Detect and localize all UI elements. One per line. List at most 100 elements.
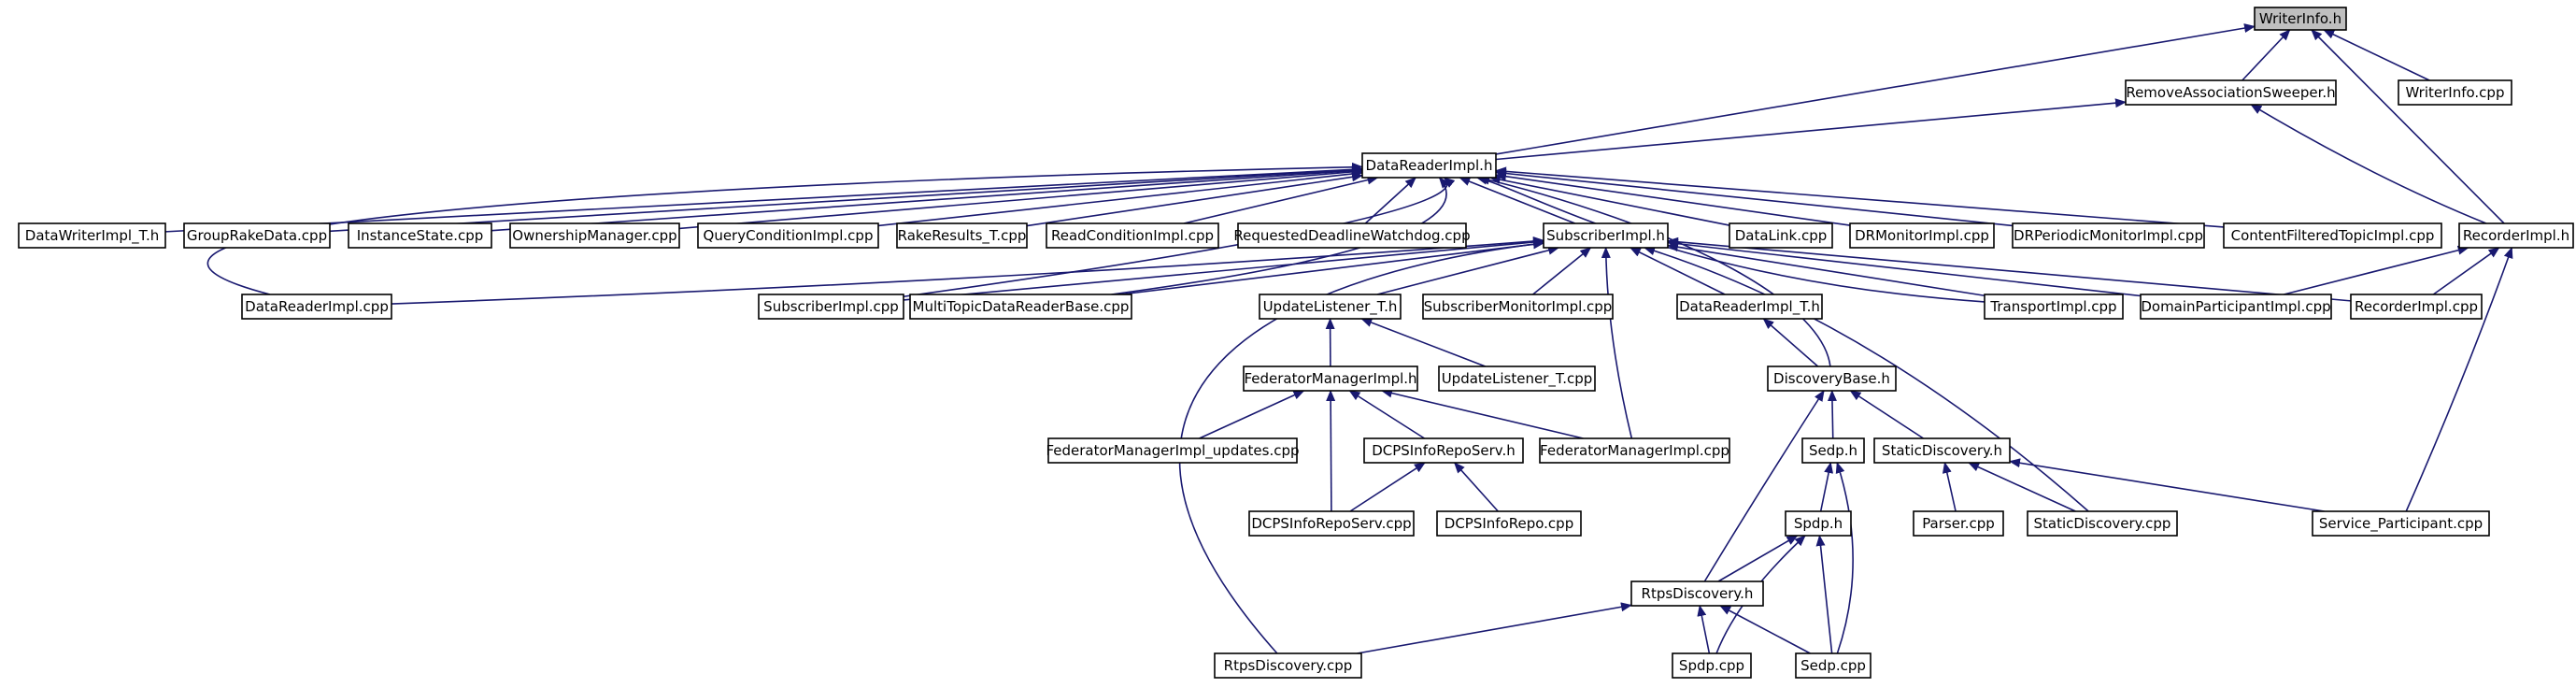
- file-node-label: StaticDiscovery.cpp: [2034, 515, 2171, 532]
- include-edge-federatormanagerimpl_cpp-to-subscriberimpl_h: [1601, 247, 1633, 439]
- file-node-recorderimpl-h[interactable]: RecorderImpl.h: [2458, 222, 2574, 249]
- file-node-box: [1436, 510, 1582, 537]
- include-edge-transportimpl_cpp-to-subscriberimpl_h: [1667, 242, 1985, 297]
- file-node-instancestate-cpp[interactable]: InstanceState.cpp: [348, 222, 492, 249]
- file-node-label: DRPeriodicMonitorImpl.cpp: [2014, 227, 2203, 244]
- file-node-spdp-h[interactable]: Spdp.h: [1785, 510, 1852, 537]
- file-node-dcpsinforeposerv-h[interactable]: DCPSInfoRepoServ.h: [1363, 437, 1524, 464]
- file-node-box: [1363, 437, 1524, 464]
- file-node-updatelistener-t-cpp[interactable]: UpdateListener_T.cpp: [1438, 366, 1596, 392]
- file-node-label: RequestedDeadlineWatchdog.cpp: [1233, 227, 1470, 244]
- file-node-label: FederatorManagerImpl_updates.cpp: [1046, 442, 1299, 460]
- file-node-box: [1676, 294, 1823, 320]
- include-edge-spdp_cpp-to-rtpsdiscovery_h: [1697, 605, 1711, 654]
- file-node-box: [2398, 79, 2512, 106]
- include-edge-sedp_cpp-to-rtpsdiscovery_h: [1719, 605, 1811, 654]
- file-node-datalink-cpp[interactable]: DataLink.cpp: [1729, 222, 1833, 249]
- file-node-ownershipmanager-cpp[interactable]: OwnershipManager.cpp: [509, 222, 680, 249]
- file-node-drmonitorimpl-cpp[interactable]: DRMonitorImpl.cpp: [1849, 222, 1995, 249]
- file-node-label: DataReaderImpl.cpp: [245, 298, 389, 315]
- dependency-edges: [164, 23, 2513, 654]
- file-node-rtpsdiscovery-cpp[interactable]: RtpsDiscovery.cpp: [1214, 652, 1362, 679]
- include-edge-domainparticipantimpl_cpp-to-recorderimpl_h: [2284, 245, 2469, 295]
- file-node-label: InstanceState.cpp: [357, 227, 484, 244]
- file-node-transportimpl-cpp[interactable]: TransportImpl.cpp: [1984, 294, 2124, 320]
- include-edge-datawriterimpl_t_h-to-datareaderimpl_h: [164, 165, 1363, 233]
- file-node-subscriberimpl-h[interactable]: SubscriberImpl.h: [1543, 222, 1669, 249]
- file-node-label: DataReaderImpl.h: [1366, 157, 1493, 174]
- include-edge-rtpsdiscovery_h-to-spdp_h: [1717, 535, 1799, 582]
- file-node-label: QueryConditionImpl.cpp: [704, 227, 874, 244]
- file-node-readconditionimpl-cpp[interactable]: ReadConditionImpl.cpp: [1046, 222, 1219, 249]
- file-node-box: [896, 222, 1028, 249]
- include-edge-drperiodicmonitorimpl_cpp-to-datareaderimpl_h: [1495, 168, 2014, 227]
- file-node-domainparticipantimpl-cpp[interactable]: DomainParticipantImpl.cpp: [2140, 294, 2332, 320]
- file-node-recorderimpl-cpp[interactable]: RecorderImpl.cpp: [2350, 294, 2483, 320]
- include-edge-sedp_cpp-to-spdp_h: [1815, 535, 1833, 654]
- file-node-subscriberimpl-cpp[interactable]: SubscriberImpl.cpp: [758, 294, 904, 320]
- include-edge-recorderimpl_h-to-writerinfo_h: [2311, 29, 2505, 224]
- file-node-box: [1984, 294, 2124, 320]
- file-node-writerinfo-cpp[interactable]: WriterInfo.cpp: [2398, 79, 2512, 106]
- file-node-contentfilteredtopicimpl-cpp[interactable]: ContentFilteredTopicImpl.cpp: [2223, 222, 2442, 249]
- include-edge-sedp_cpp-to-sedp_h: [1835, 462, 1854, 654]
- file-node-box: [1767, 366, 1897, 392]
- file-node-box: [1361, 152, 1497, 179]
- file-node-writerinfo-h[interactable]: WriterInfo.h: [2254, 7, 2347, 31]
- file-node-parser-cpp[interactable]: Parser.cpp: [1913, 510, 2004, 537]
- file-node-box: [1539, 437, 1730, 464]
- include-edge-federatormanagerimpl_cpp-to-federatormanagerimpl_h: [1380, 388, 1584, 439]
- file-node-datareaderimpl-cpp[interactable]: DataReaderImpl.cpp: [241, 294, 392, 320]
- file-node-federatormanagerimpl-h[interactable]: FederatorManagerImpl.h: [1243, 366, 1418, 392]
- file-node-box: [2012, 222, 2205, 249]
- file-node-dcpsinforeposerv-cpp[interactable]: DCPSInfoRepoServ.cpp: [1248, 510, 1415, 537]
- file-node-updatelistener-t-h[interactable]: UpdateListener_T.h: [1259, 294, 1402, 320]
- file-node-label: RtpsDiscovery.cpp: [1224, 657, 1353, 674]
- include-edge-rtpsdiscovery_cpp-to-rtpsdiscovery_h: [1357, 602, 1632, 654]
- include-edge-updatelistener_t_h-to-subscriberimpl_h: [1376, 245, 1560, 295]
- file-node-spdp-cpp[interactable]: Spdp.cpp: [1672, 652, 1752, 679]
- include-edge-datareaderimpl_cpp-to-datareaderimpl_h: [206, 162, 1363, 295]
- file-node-staticdiscovery-h[interactable]: StaticDiscovery.h: [1873, 437, 2011, 464]
- file-node-discoverybase-h[interactable]: DiscoveryBase.h: [1767, 366, 1897, 392]
- file-node-box: [1422, 294, 1614, 320]
- file-node-federatormanagerimpl-updates-cpp[interactable]: FederatorManagerImpl_updates.cpp: [1046, 437, 1300, 464]
- include-edge-writerinfo_cpp-to-writerinfo_h: [2323, 29, 2430, 81]
- file-node-removeassoc-h[interactable]: RemoveAssociationSweeper.h: [2125, 79, 2337, 106]
- file-node-box: [2140, 294, 2332, 320]
- file-node-queryconditionimpl-cpp[interactable]: QueryConditionImpl.cpp: [697, 222, 879, 249]
- include-edge-queryconditionimpl_cpp-to-datareaderimpl_h: [877, 169, 1363, 227]
- file-node-sedp-h[interactable]: Sedp.h: [1801, 437, 1865, 464]
- include-edge-dcpsinforeposerv_h-to-federatormanagerimpl_h: [1348, 390, 1425, 439]
- file-node-datareaderimpl-t-h[interactable]: DataReaderImpl_T.h: [1676, 294, 1823, 320]
- file-node-label: DataLink.cpp: [1735, 227, 1828, 244]
- file-node-box: [1785, 510, 1852, 537]
- include-edge-rtpsdiscovery_cpp-to-subscriberimpl_h: [1178, 239, 1544, 654]
- file-node-requesteddeadline-cpp[interactable]: RequestedDeadlineWatchdog.cpp: [1233, 222, 1471, 249]
- file-node-subscribermonitorimpl-cpp[interactable]: SubscriberMonitorImpl.cpp: [1422, 294, 1614, 320]
- file-node-datareaderimpl-h[interactable]: DataReaderImpl.h: [1361, 152, 1497, 179]
- file-node-rtpsdiscovery-h[interactable]: RtpsDiscovery.h: [1630, 580, 1764, 607]
- file-node-label: RakeResults_T.cpp: [898, 227, 1027, 245]
- file-node-grouprakedata-cpp[interactable]: GroupRakeData.cpp: [183, 222, 331, 249]
- file-node-box: [183, 222, 331, 249]
- file-node-dcpsinforepo-cpp[interactable]: DCPSInfoRepo.cpp: [1436, 510, 1582, 537]
- file-node-label: ReadConditionImpl.cpp: [1051, 227, 1214, 244]
- file-node-multitopicdatareaderbase-cpp[interactable]: MultiTopicDataReaderBase.cpp: [909, 294, 1132, 320]
- include-edge-datareaderimpl_t_h-to-subscriberimpl_h: [1629, 247, 1726, 295]
- file-node-label: WriterInfo.cpp: [2406, 84, 2505, 101]
- file-node-box: [1243, 366, 1418, 392]
- include-edge-updatelistener_t_cpp-to-updatelistener_t_h: [1360, 318, 1487, 367]
- file-node-service-participant-cpp[interactable]: Service_Participant.cpp: [2312, 510, 2490, 537]
- file-node-federatormanagerimpl-cpp[interactable]: FederatorManagerImpl.cpp: [1539, 437, 1730, 464]
- file-node-drperiodicmonitorimpl-cpp[interactable]: DRPeriodicMonitorImpl.cpp: [2012, 222, 2205, 249]
- file-node-staticdiscovery-cpp[interactable]: StaticDiscovery.cpp: [2027, 510, 2178, 537]
- file-node-label: RecorderImpl.h: [2463, 227, 2569, 244]
- file-node-sedp-cpp[interactable]: Sedp.cpp: [1795, 652, 1872, 679]
- file-node-box: [909, 294, 1132, 320]
- file-node-label: ContentFilteredTopicImpl.cpp: [2231, 227, 2435, 244]
- file-node-rakeresults-t-cpp[interactable]: RakeResults_T.cpp: [896, 222, 1028, 249]
- file-node-datawriterimpl-t-h[interactable]: DataWriterImpl_T.h: [18, 222, 166, 249]
- file-node-box: [2223, 222, 2442, 249]
